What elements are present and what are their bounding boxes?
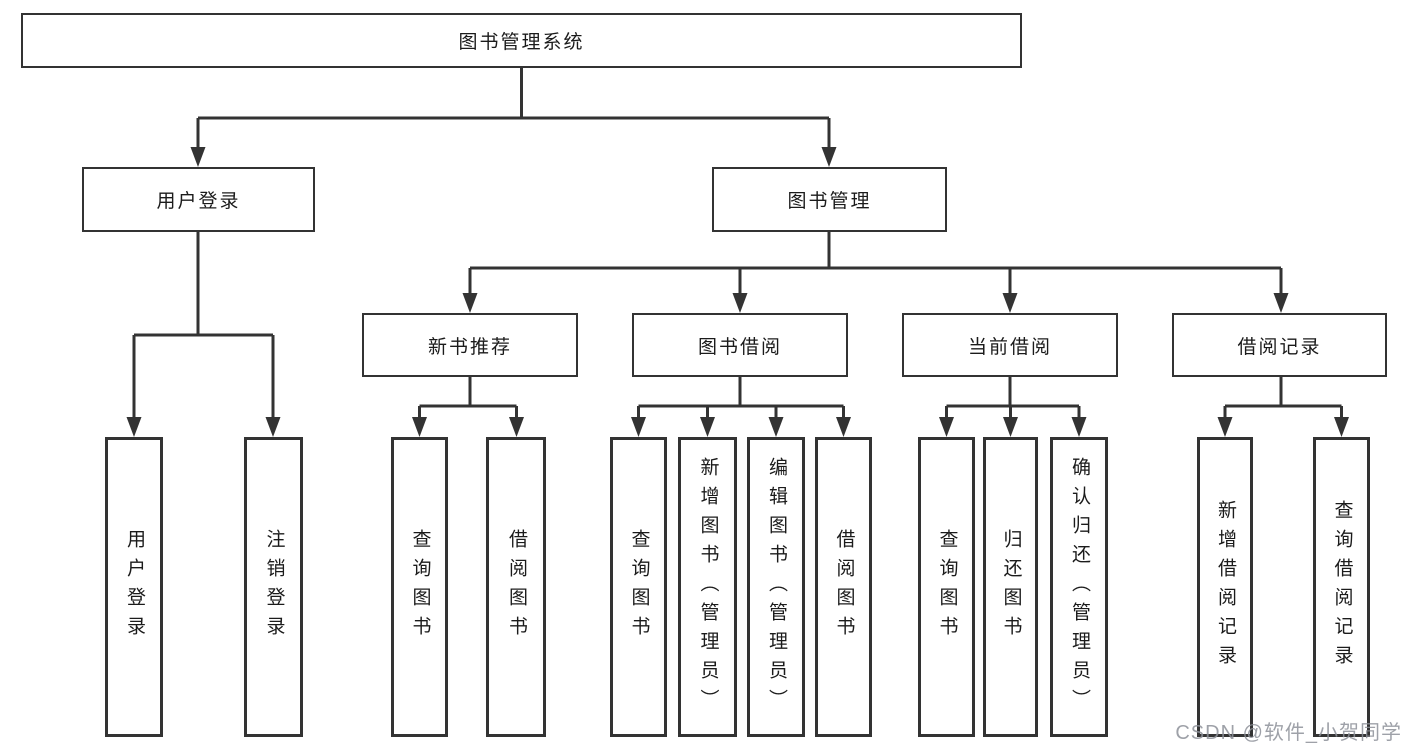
node-label: 查询借阅记录 — [1331, 500, 1353, 674]
node-borrowing-records: 借阅记录 — [1172, 313, 1387, 377]
watermark: CSDN @软件_小贺同学 — [1175, 722, 1402, 744]
node-user-login: 用户登录 — [82, 167, 315, 232]
node-current-borrowing: 当前借阅 — [902, 313, 1118, 377]
node-label: 借阅记录 — [1237, 336, 1322, 358]
node-label: 新增借阅记录 — [1214, 500, 1236, 674]
node-label: 用户登录 — [123, 529, 145, 645]
leaf-borrow-books-borrowing: 借阅图书 — [815, 437, 872, 737]
arrowheads — [126, 147, 1349, 437]
node-new-book-recommendation: 新书推荐 — [362, 313, 578, 377]
leaf-borrow-books-recommend: 借阅图书 — [486, 437, 546, 737]
node-label: 查询图书 — [936, 529, 958, 645]
node-label: 查询图书 — [409, 529, 431, 645]
leaf-user-login: 用户登录 — [105, 437, 163, 737]
leaf-add-books-admin: 新增图书（管理员） — [678, 437, 737, 737]
node-book-borrowing: 图书借阅 — [632, 313, 848, 377]
leaf-add-borrow-record: 新增借阅记录 — [1197, 437, 1253, 737]
node-label: 当前借阅 — [967, 336, 1052, 358]
leaf-return-books: 归还图书 — [983, 437, 1038, 737]
leaf-confirm-return-admin: 确认归还（管理员） — [1050, 437, 1108, 737]
leaf-query-books-current: 查询图书 — [918, 437, 975, 737]
node-label: 借阅图书 — [505, 529, 527, 645]
leaf-query-books-borrowing: 查询图书 — [610, 437, 667, 737]
node-label: 借阅图书 — [833, 529, 855, 645]
leaf-query-borrow-record: 查询借阅记录 — [1313, 437, 1370, 737]
node-label: 新增图书（管理员） — [697, 456, 719, 718]
node-label: 用户登录 — [156, 191, 241, 212]
node-label: 归还图书 — [1000, 529, 1022, 645]
node-label: 确认归还（管理员） — [1068, 456, 1090, 718]
node-label: 查询图书 — [628, 529, 650, 645]
node-label: 编辑图书（管理员） — [765, 456, 787, 718]
leaf-query-books-recommend: 查询图书 — [391, 437, 448, 737]
node-label: 新书推荐 — [427, 336, 512, 358]
node-label: 图书借阅 — [697, 336, 782, 358]
node-book-management: 图书管理 — [712, 167, 947, 232]
leaf-logout: 注销登录 — [244, 437, 303, 737]
node-library-system: 图书管理系统 — [21, 13, 1022, 68]
node-label: 图书管理 — [787, 191, 872, 212]
leaf-edit-books-admin: 编辑图书（管理员） — [747, 437, 805, 737]
node-label: 注销登录 — [263, 529, 285, 645]
node-label: 图书管理系统 — [458, 32, 585, 53]
